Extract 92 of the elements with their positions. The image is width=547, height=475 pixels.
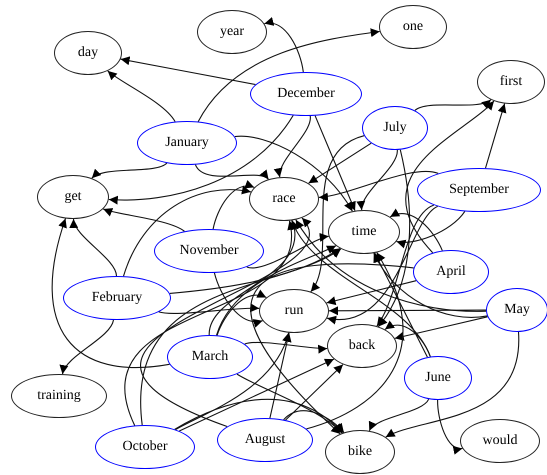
node-label: get [64, 189, 82, 205]
arrow [291, 220, 431, 357]
node-label: May [504, 302, 530, 318]
arrow [122, 186, 251, 276]
arrow [385, 332, 520, 438]
arrow [405, 100, 494, 254]
arrow [244, 342, 328, 354]
arrow [358, 150, 398, 210]
arrow [214, 272, 263, 327]
node-label: October [122, 439, 168, 455]
arrow [374, 252, 428, 358]
arrow [124, 220, 295, 426]
arrow [376, 204, 434, 326]
arrow [52, 218, 170, 368]
node-ellipse [259, 289, 329, 333]
arrow [295, 219, 486, 312]
node-label: January [165, 135, 209, 151]
arrow [308, 142, 372, 184]
arrow [396, 211, 466, 248]
node-label: back [348, 338, 376, 354]
node-label: run [284, 303, 304, 319]
node-ellipse [197, 10, 267, 54]
arrow [437, 400, 462, 454]
arrow [61, 320, 114, 374]
arrow [175, 332, 290, 430]
arrow [314, 115, 356, 211]
arrow [384, 321, 431, 357]
arrow [208, 220, 298, 336]
node-ellipse [249, 177, 319, 221]
arrow [103, 208, 185, 232]
node-ellipse [486, 288, 547, 332]
arrow [120, 56, 256, 86]
node-label: April [436, 264, 466, 280]
node-label: would [482, 433, 518, 449]
arrow [327, 206, 438, 324]
arrow [368, 398, 430, 432]
arrow [140, 218, 310, 427]
node-label: September [449, 182, 509, 198]
node-label: year [220, 24, 244, 40]
node-label: race [272, 191, 296, 207]
arrow [194, 164, 269, 180]
arrow [179, 358, 334, 432]
arrow [378, 150, 410, 327]
node-label: August [244, 432, 286, 448]
node-label: March [192, 349, 228, 365]
arrow [70, 218, 118, 276]
arrow [174, 398, 343, 434]
arrow [310, 135, 364, 292]
node-ellipse [325, 430, 395, 474]
node-ellipse [37, 175, 109, 219]
node-label: time [352, 224, 376, 240]
arrow [216, 245, 336, 336]
arrow [158, 304, 260, 314]
arrow [246, 234, 329, 268]
arrow [306, 252, 404, 430]
arrow [414, 99, 492, 111]
node-label: February [92, 290, 142, 306]
node-label: one [402, 19, 424, 35]
arrow [236, 374, 342, 434]
arrow [264, 18, 304, 72]
arrow [108, 115, 294, 204]
node-ellipse [328, 210, 400, 254]
arrow [140, 248, 342, 426]
node-label: bike [348, 444, 372, 460]
node-ellipse [362, 106, 428, 150]
node-label: training [37, 388, 81, 404]
arrow [390, 209, 443, 251]
arrow [394, 316, 488, 341]
arrow [275, 116, 311, 178]
node-label: June [425, 370, 451, 386]
node-label: December [277, 86, 335, 102]
arrow [212, 180, 254, 230]
arrow [91, 162, 168, 179]
arrow [329, 306, 486, 316]
node-label: November [179, 243, 239, 259]
arrow [198, 28, 380, 122]
arrow [107, 70, 176, 122]
arrow [326, 280, 416, 306]
arrow [283, 410, 344, 433]
node-label: July [383, 120, 407, 136]
arrow [170, 248, 340, 294]
arrow [318, 170, 438, 201]
arrow [285, 364, 344, 420]
arrow [234, 136, 353, 212]
arrow [373, 252, 488, 318]
node-ellipse [327, 324, 397, 368]
arrow [250, 263, 414, 434]
arrow [269, 332, 292, 418]
arrow [216, 290, 266, 336]
node-label: day [78, 45, 98, 61]
arrow [484, 103, 506, 168]
node-label: first [500, 74, 522, 90]
